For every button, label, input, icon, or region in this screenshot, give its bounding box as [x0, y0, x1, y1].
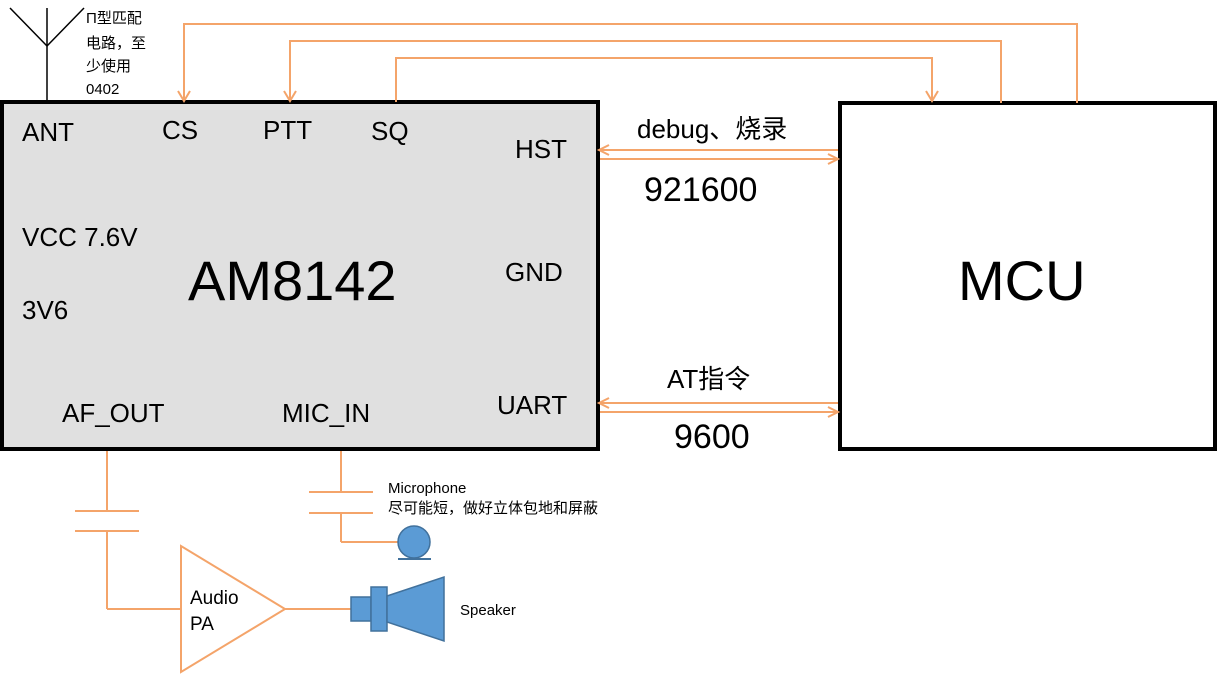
- pin-3v6: 3V6: [22, 295, 68, 325]
- hst-link-label: debug、烧录: [637, 114, 787, 144]
- speaker-label: Speaker: [460, 602, 516, 619]
- mic-in-wire: [340, 451, 398, 543]
- pin-vcc: VCC 7.6V: [22, 222, 138, 252]
- antenna-icon: [9, 7, 85, 100]
- amplifier-label-line-2: PA: [190, 614, 214, 635]
- cs-wire: [177, 23, 1078, 103]
- antenna-note-line-2: 电路，至: [86, 35, 146, 52]
- pin-mic-in: MIC_IN: [282, 398, 370, 428]
- antenna-note-line-4: 0402: [86, 81, 119, 98]
- pin-ptt: PTT: [263, 115, 312, 145]
- sq-wire: [395, 57, 939, 103]
- ptt-wire: [283, 40, 1002, 103]
- pin-sq: SQ: [371, 116, 409, 146]
- hst-link: [596, 144, 841, 165]
- microphone-icon: [397, 525, 431, 560]
- speaker-icon: [350, 575, 445, 643]
- amplifier-label-line-1: Audio: [190, 588, 239, 609]
- uart-link: [596, 397, 841, 418]
- pin-cs: CS: [162, 115, 198, 145]
- microphone-label: Microphone: [388, 480, 466, 497]
- uart-baud-rate: 9600: [674, 418, 750, 456]
- pin-hst: HST: [515, 134, 567, 164]
- microphone-note: 尽可能短，做好立体包地和屏蔽: [388, 500, 598, 517]
- antenna-note-line-1: Π型匹配: [86, 10, 142, 27]
- hst-baud-rate: 921600: [644, 171, 757, 209]
- amplifier-icon: [180, 544, 287, 674]
- am8142-module: [0, 100, 600, 451]
- mcu-name: MCU: [958, 249, 1086, 312]
- pin-gnd: GND: [505, 257, 563, 287]
- pin-uart: UART: [497, 390, 567, 420]
- pin-ant: ANT: [22, 117, 74, 147]
- module-name: AM8142: [188, 249, 397, 312]
- antenna-note-line-3: 少使用: [86, 58, 131, 75]
- uart-link-label: AT指令: [667, 364, 750, 394]
- capacitor-icon: [75, 510, 139, 532]
- capacitor-icon: [309, 491, 373, 514]
- af-out-wire: [106, 451, 181, 610]
- mcu-box: [838, 101, 1217, 451]
- pin-af-out: AF_OUT: [62, 398, 165, 428]
